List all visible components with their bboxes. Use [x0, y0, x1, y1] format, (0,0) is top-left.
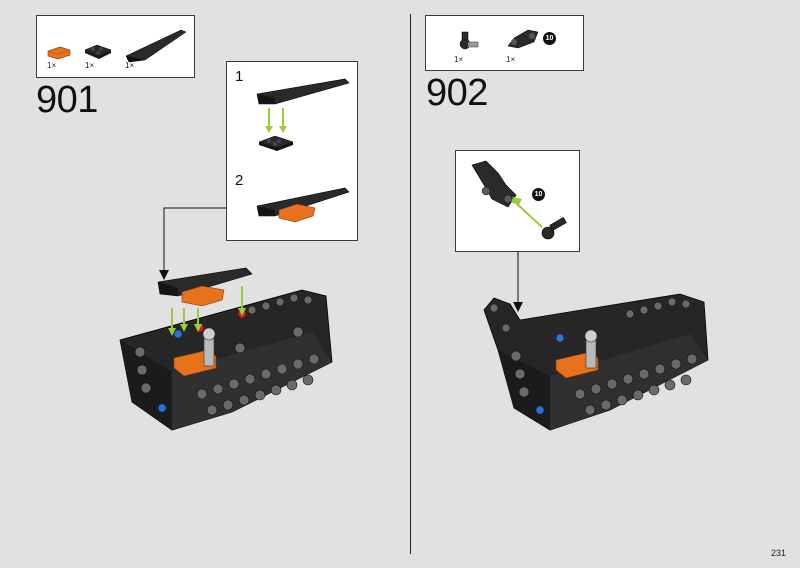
wedge-with-orange-tile-icon: [256, 187, 350, 223]
part-qty: 1×: [125, 61, 135, 70]
callout-badge-label: 10: [545, 35, 554, 42]
callout-pointer-icon: [159, 207, 226, 280]
callout-badge-label: 10: [534, 191, 543, 198]
step-number: 901: [36, 79, 98, 121]
column-divider: [410, 14, 411, 554]
page-number: 231: [770, 548, 786, 558]
callout-badge: 10: [532, 188, 545, 201]
parts-list-901: 1× 1× 1×: [36, 15, 195, 78]
substep-label: 1: [235, 68, 244, 85]
black-bent-beam-icon: [507, 29, 539, 49]
black-plate-2x2-icon: [84, 44, 112, 59]
part-qty: 1×: [506, 55, 516, 64]
wedge-subassembly-901-icon: [157, 267, 253, 307]
wedge-slope-icon: [256, 78, 350, 105]
callout-badge: 10: [543, 32, 556, 45]
part-qty: 1×: [47, 61, 57, 70]
part-qty: 1×: [85, 61, 95, 70]
parts-list-902: 1× 1× 10: [425, 15, 584, 71]
bent-beam-with-connector-icon: [471, 160, 567, 240]
callout-pointer-icon: [513, 252, 523, 312]
step-number: 902: [426, 72, 488, 114]
plate-2x2-icon: [258, 135, 294, 151]
green-arrows-901-icon: [168, 286, 246, 336]
black-wedge-slope-icon: [125, 29, 187, 63]
technic-assembly-901-icon: [119, 289, 333, 431]
part-qty: 1×: [454, 55, 464, 64]
substep-label: 2: [235, 172, 244, 189]
orange-curved-tile-icon: [47, 46, 71, 60]
black-connector-icon: [459, 31, 479, 50]
green-arrow-icon: [265, 108, 287, 133]
substep-callout-902: 10: [455, 150, 580, 252]
technic-assembly-902-icon: [483, 293, 709, 431]
substep-callout-901: 1 2: [226, 61, 358, 241]
